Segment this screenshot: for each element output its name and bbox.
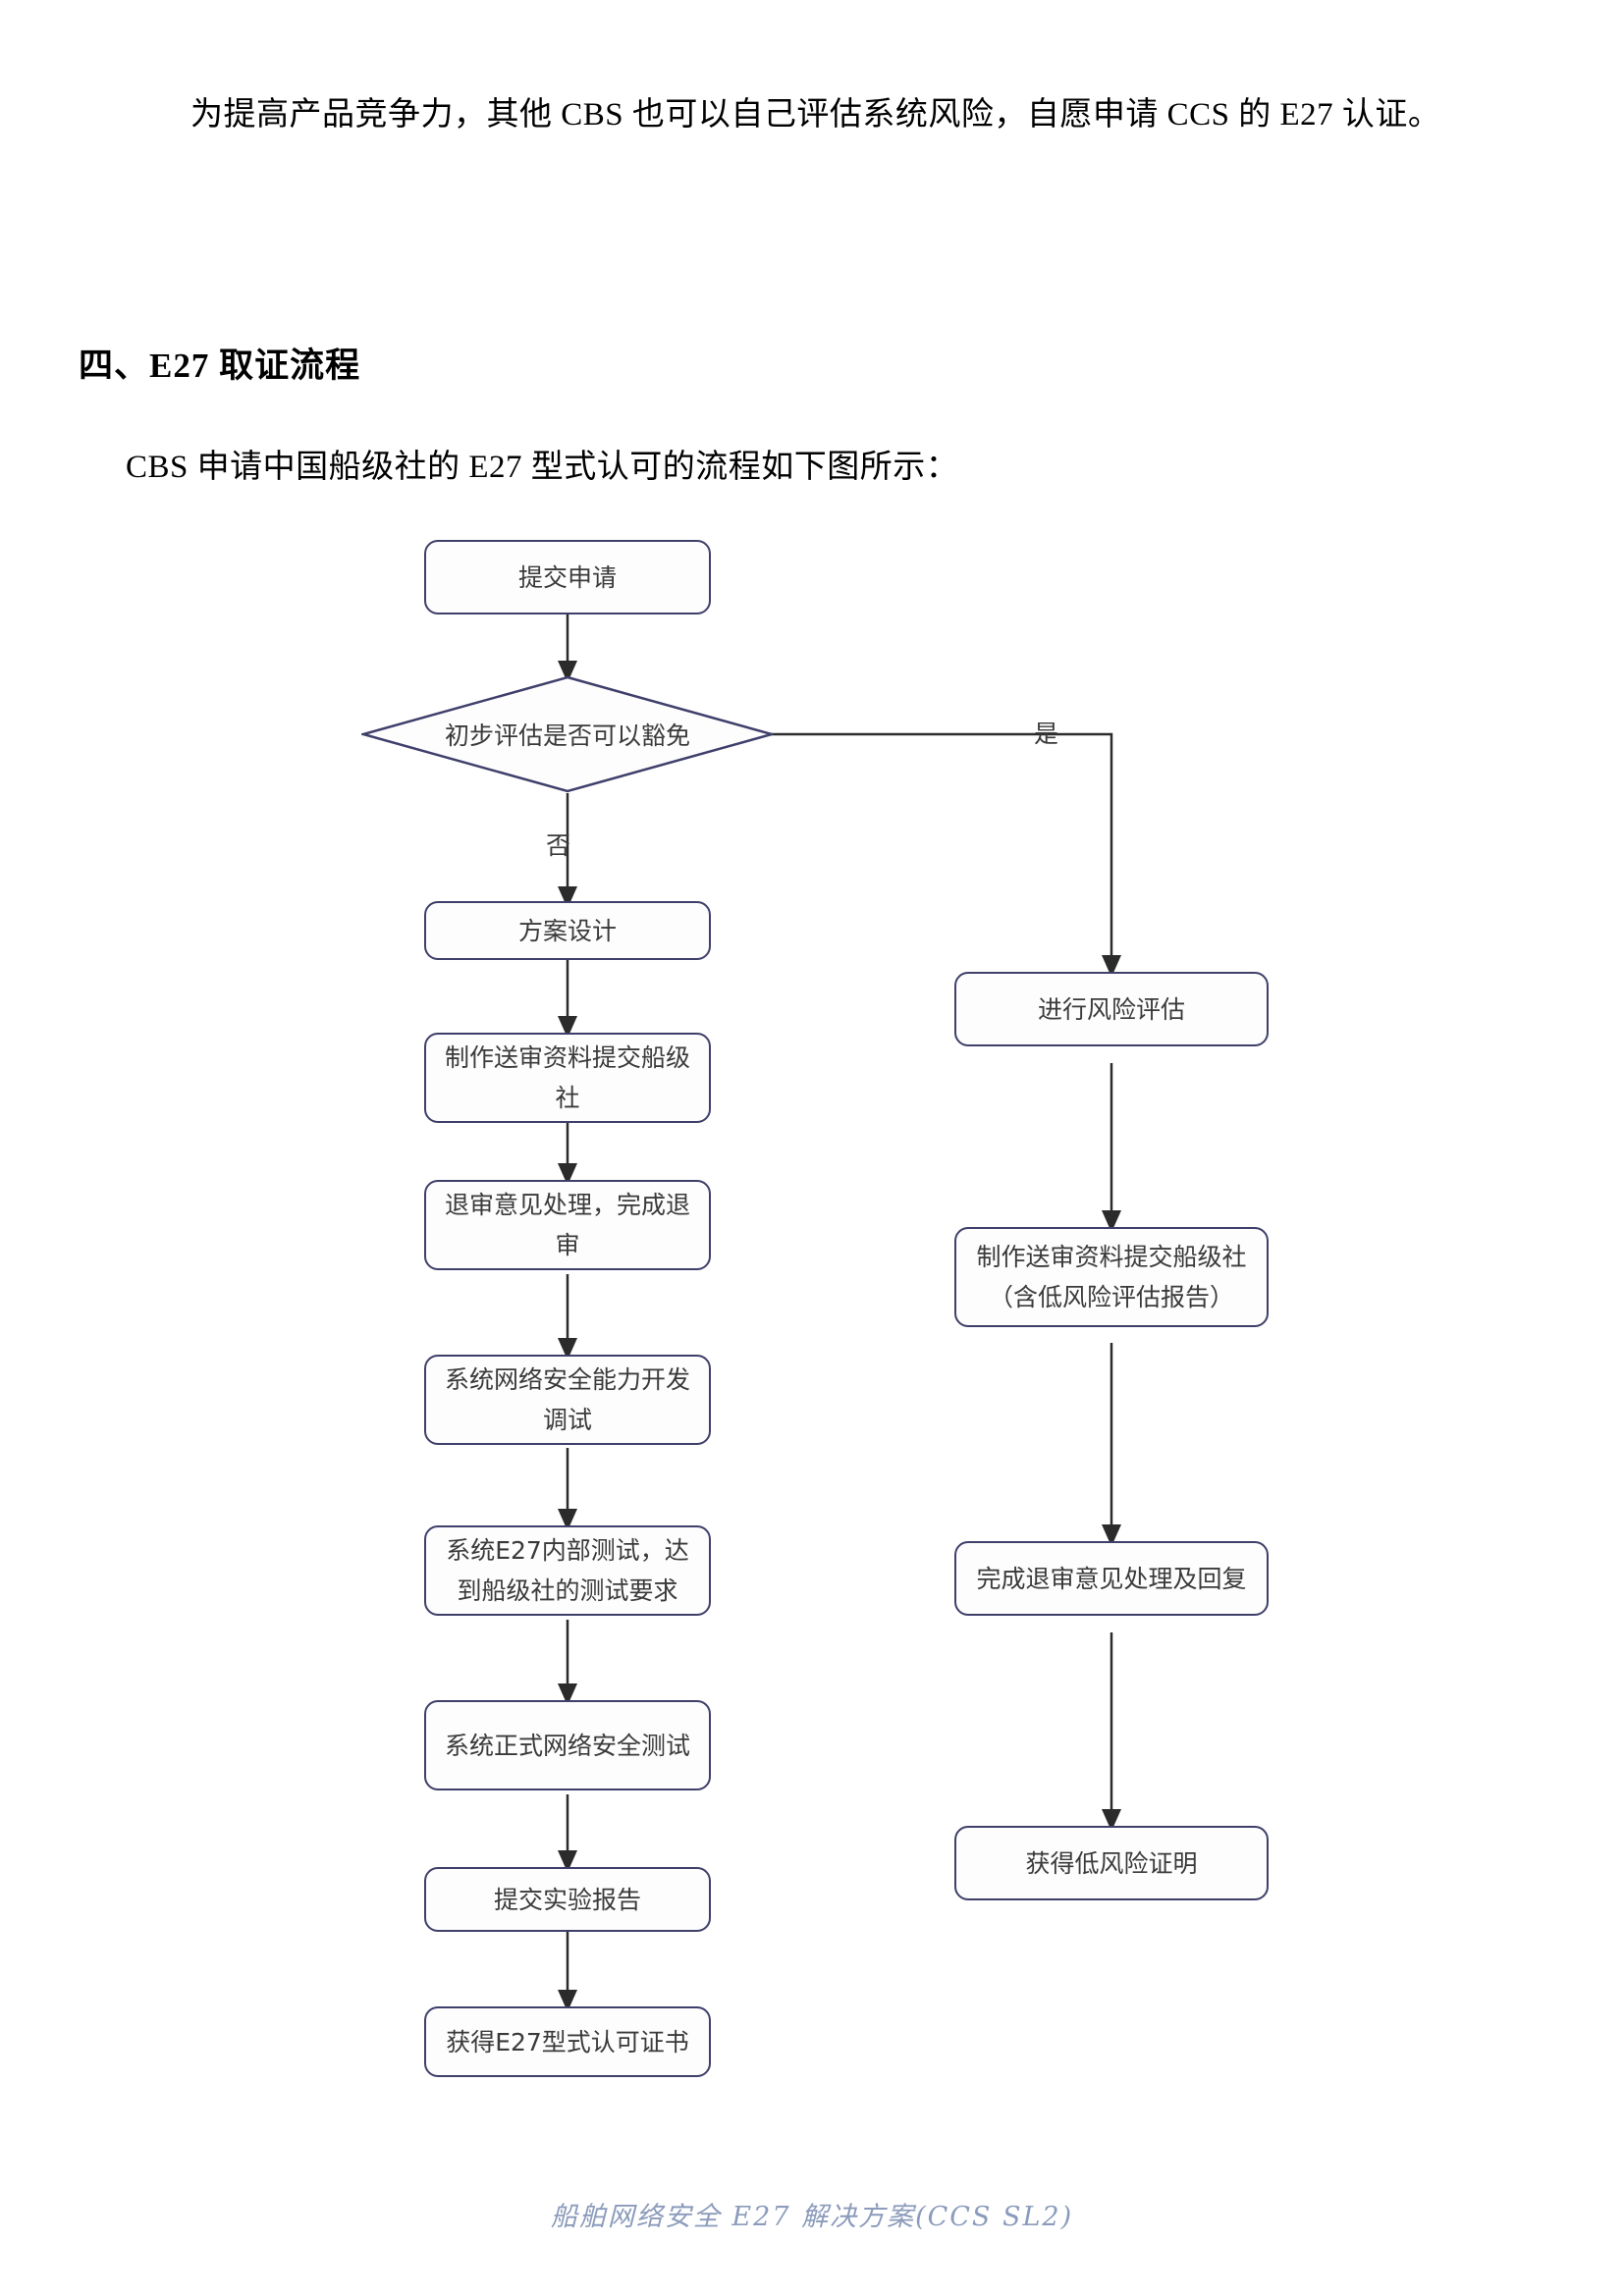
- flow-node-right-2-label: 制作送审资料提交船级社（含低风险评估报告）: [976, 1243, 1247, 1311]
- flow-node-left-5-label: 系统E27内部测试，达到船级社的测试要求: [446, 1536, 689, 1605]
- flow-node-decision[interactable]: 初步评估是否可以豁免: [361, 675, 774, 793]
- flow-node-right-1-label: 进行风险评估: [1037, 994, 1185, 1024]
- flow-node-left-3[interactable]: 退审意见处理，完成退审: [424, 1180, 711, 1270]
- flow-node-decision-label: 初步评估是否可以豁免: [444, 721, 690, 750]
- flow-node-right-4-label: 获得低风险证明: [1025, 1848, 1198, 1878]
- flow-node-left-8[interactable]: 获得E27型式认可证书: [424, 2006, 711, 2077]
- flow-node-right-3[interactable]: 完成退审意见处理及回复: [954, 1541, 1269, 1616]
- flow-node-left-4[interactable]: 系统网络安全能力开发调试: [424, 1355, 711, 1445]
- flow-node-left-7-label: 提交实验报告: [493, 1885, 641, 1914]
- flow-node-right-1[interactable]: 进行风险评估: [954, 972, 1269, 1046]
- flow-node-left-5[interactable]: 系统E27内部测试，达到船级社的测试要求: [424, 1525, 711, 1616]
- lead-line: CBS 申请中国船级社的 E27 型式认可的流程如下图所示：: [126, 450, 959, 485]
- section-heading: 四、E27 取证流程: [79, 347, 361, 385]
- flow-node-left-2[interactable]: 制作送审资料提交船级社: [424, 1033, 711, 1123]
- edge-label-yes: 是: [1034, 720, 1059, 748]
- edge-label-no: 否: [546, 831, 571, 860]
- flow-node-left-7[interactable]: 提交实验报告: [424, 1867, 711, 1932]
- flow-node-left-2-label: 制作送审资料提交船级社: [444, 1043, 690, 1112]
- paragraph-1: 为提高产品竞争力，其他 CBS 也可以自己评估系统风险，自愿申请 CCS 的 E…: [190, 97, 1441, 133]
- body-text-block: 为提高产品竞争力，其他 CBS 也可以自己评估系统风险，自愿申请 CCS 的 E…: [126, 84, 1500, 146]
- flow-node-left-8-label: 获得E27型式认可证书: [446, 2027, 689, 2056]
- flow-node-left-1-label: 方案设计: [517, 916, 617, 945]
- flow-node-left-3-label: 退审意见处理，完成退审: [444, 1191, 690, 1259]
- flow-node-start[interactable]: 提交申请: [424, 540, 711, 614]
- flow-node-right-3-label: 完成退审意见处理及回复: [976, 1564, 1247, 1593]
- flow-node-left-4-label: 系统网络安全能力开发调试: [444, 1365, 690, 1434]
- flow-node-left-6-label: 系统正式网络安全测试: [444, 1731, 690, 1760]
- flow-node-start-label: 提交申请: [517, 562, 617, 592]
- flow-node-right-2[interactable]: 制作送审资料提交船级社（含低风险评估报告）: [954, 1227, 1269, 1327]
- flow-node-left-6[interactable]: 系统正式网络安全测试: [424, 1700, 711, 1790]
- page-footer: 船舶网络安全 E27 解决方案(CCS SL2): [550, 2202, 1074, 2232]
- flow-node-right-4[interactable]: 获得低风险证明: [954, 1826, 1269, 1900]
- flow-node-left-1[interactable]: 方案设计: [424, 901, 711, 960]
